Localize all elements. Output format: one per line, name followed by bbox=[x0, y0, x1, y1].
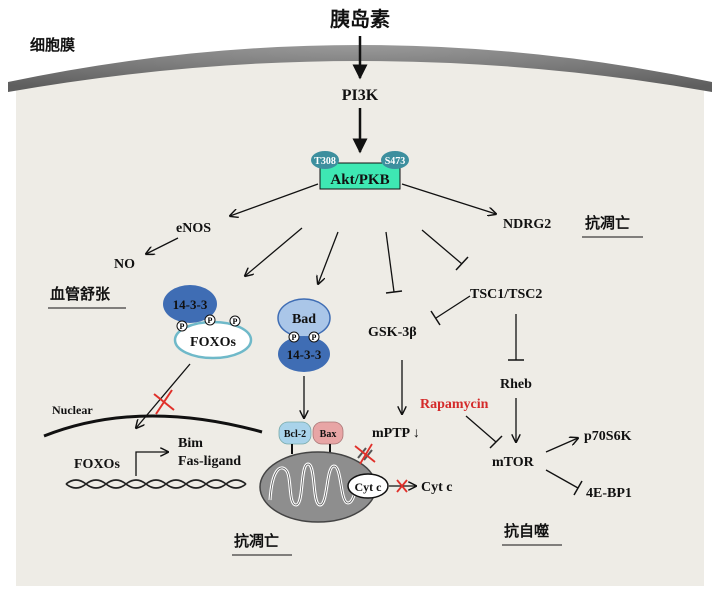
dna-strand-1 bbox=[65, 479, 247, 489]
akt-inhibits-gsk-line bbox=[385, 231, 395, 293]
akt-inhibits-gsk-bar bbox=[385, 290, 403, 294]
cytc-cross-b bbox=[396, 479, 408, 493]
phospho-2-label: P bbox=[208, 316, 213, 325]
bim-label: Bim bbox=[178, 436, 203, 451]
phospho-4-label: P bbox=[292, 333, 297, 342]
enos-to-no-arrow bbox=[146, 237, 179, 254]
gsk-label: GSK-3β bbox=[368, 325, 417, 340]
s473-site bbox=[381, 151, 409, 169]
protein-1433-left-label: 14-3-3 bbox=[173, 297, 208, 312]
tsc-inhibits-gsk-line bbox=[435, 295, 471, 319]
pi3k-label: PI3K bbox=[342, 87, 379, 104]
akt-inhibits-tsc-bar bbox=[455, 256, 469, 271]
ebp1-label: 4E-BP1 bbox=[586, 486, 632, 501]
mptp-pore-2 bbox=[363, 449, 373, 461]
protein-1433-left bbox=[163, 285, 217, 323]
akt-inhibits-tsc-line bbox=[421, 229, 463, 265]
anti-apoptosis-label-2: 抗凋亡 bbox=[234, 532, 279, 550]
enos-label: eNOS bbox=[176, 221, 211, 236]
cytc-inner bbox=[347, 473, 389, 499]
akt-to-bad-arrow bbox=[318, 231, 339, 284]
protein-1433-bad bbox=[278, 336, 330, 372]
mptp-pore-1 bbox=[357, 447, 367, 459]
cytc-outer-label: Cyt c bbox=[421, 480, 453, 495]
no-label: NO bbox=[114, 257, 135, 272]
phospho-4 bbox=[288, 331, 300, 343]
vasodilation-label: 血管舒张 bbox=[50, 285, 111, 303]
ndrg2-label: NDRG2 bbox=[503, 217, 551, 232]
akt-label: Akt/PKB bbox=[330, 172, 389, 188]
cell-membrane-label: 细胞膜 bbox=[30, 36, 75, 54]
protein-1433-bad-label: 14-3-3 bbox=[287, 347, 322, 362]
dna-strand-2 bbox=[65, 479, 247, 489]
phospho-3-label: P bbox=[233, 317, 238, 326]
mptp-label: mPTP ↓ bbox=[372, 426, 420, 441]
mtor-inhibits-4ebp1-line bbox=[545, 469, 579, 489]
phospho-3 bbox=[229, 315, 241, 327]
akt-to-ndrg2-arrow bbox=[401, 183, 496, 214]
bax-label: Bax bbox=[320, 429, 337, 440]
s473-label: S473 bbox=[385, 156, 406, 167]
mptp-cross-b bbox=[359, 443, 373, 465]
rheb-label: Rheb bbox=[500, 377, 532, 392]
phospho-1 bbox=[176, 320, 188, 332]
transcription-arrow bbox=[135, 452, 168, 476]
cytc-inner-label: Cyt c bbox=[355, 480, 383, 494]
anti-apoptosis-label-1: 抗凋亡 bbox=[585, 214, 630, 232]
anti-autophagy-label: 抗自噬 bbox=[504, 522, 549, 540]
phospho-1-label: P bbox=[180, 322, 185, 331]
nuclear-label: Nuclear bbox=[52, 403, 93, 417]
rapamycin-inhibits-mtor-bar bbox=[489, 435, 503, 449]
akt-to-foxos-arrow bbox=[245, 227, 303, 276]
fasl-label: Fas-ligand bbox=[178, 454, 241, 469]
rapamycin-inhibits-mtor-line bbox=[465, 415, 497, 443]
akt-to-enos-arrow bbox=[230, 183, 319, 216]
mito-cristae-edge bbox=[269, 463, 365, 506]
mtor-inhibits-4ebp1-bar bbox=[573, 480, 583, 496]
akt-box bbox=[319, 162, 401, 190]
bax-box bbox=[312, 421, 344, 445]
p70s6k-label: p70S6K bbox=[584, 429, 632, 444]
bcl2-label: Bcl-2 bbox=[284, 429, 306, 440]
phospho-5 bbox=[308, 331, 320, 343]
t308-label: T308 bbox=[314, 156, 336, 167]
blocked-cross-b bbox=[155, 389, 173, 415]
cytoplasm bbox=[16, 52, 704, 586]
tsc-label: TSC1/TSC2 bbox=[470, 287, 542, 302]
rapamycin-label: Rapamycin bbox=[420, 397, 489, 412]
phospho-5-label: P bbox=[312, 333, 317, 342]
nuclear-envelope bbox=[43, 414, 263, 438]
foxos-nucleus-label: FOXOs bbox=[74, 457, 120, 472]
t308-site bbox=[311, 151, 339, 169]
cell-membrane bbox=[8, 45, 712, 92]
insulin-label: 胰岛素 bbox=[330, 7, 390, 31]
foxos-complex-label: FOXOs bbox=[190, 335, 236, 350]
mtor-to-p70s6k-arrow bbox=[545, 438, 578, 453]
bcl2-box bbox=[278, 421, 312, 445]
mtor-label: mTOR bbox=[492, 455, 535, 470]
tsc-inhibits-gsk-bar bbox=[430, 310, 441, 326]
bad-label: Bad bbox=[292, 312, 316, 327]
phospho-2 bbox=[204, 314, 216, 326]
